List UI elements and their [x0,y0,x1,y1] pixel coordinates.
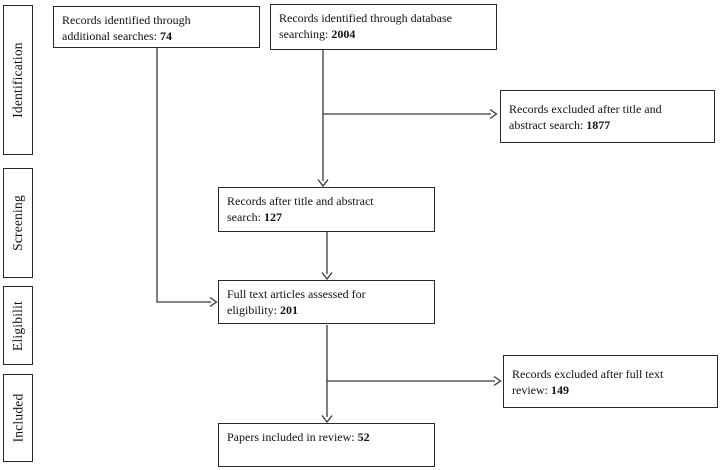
arrowhead-down-into-fulltext [321,272,333,281]
stage-label-text: Identification [10,42,25,118]
stage-label-eligibility: Eligibilit [3,286,33,365]
node-text: Papers included in review: [227,430,358,444]
node-count: 74 [159,29,172,43]
stage-label-text: Screening [10,195,25,251]
stage-label-text: Included [10,393,25,443]
stage-label-included: Included [3,374,33,462]
node-count: 201 [280,303,298,317]
stage-label-text: Eligibilit [10,300,26,351]
node-records-after-title-abstract: Records after title and abstract search:… [218,187,435,232]
arrowhead-right-into-excluded-title [489,108,498,120]
stage-label-identification: Identification [3,5,33,155]
node-papers-included-review: Papers included in review: 52 [218,423,435,467]
node-count: 127 [263,210,282,224]
arrowhead-right-into-excluded-fulltext [493,375,502,387]
node-count: 1877 [586,117,611,132]
node-count: 52 [357,430,370,444]
stage-label-screening: Screening [3,168,33,278]
connector-additional-to-fulltext [156,48,211,303]
node-count: 2004 [331,27,356,41]
arrowhead-down-into-after-title [317,179,329,188]
node-text: Records identified through database sear… [279,11,452,41]
node-records-additional-searches: Records identified through additional se… [53,6,260,48]
node-text: Full text articles assessed for eligibil… [227,287,366,317]
node-text: Records after title and abstract search: [227,194,374,224]
arrowhead-right-into-fulltext [209,296,218,308]
node-count: 149 [550,382,569,397]
node-text: Records excluded after full text review: [512,366,664,397]
node-records-database-searching: Records identified through database sear… [270,4,497,50]
node-records-excluded-fulltext: Records excluded after full text review:… [503,355,718,408]
node-fulltext-assessed-eligibility: Full text articles assessed for eligibil… [218,280,435,324]
arrowhead-down-into-included [321,415,333,424]
node-text: Records identified through additional se… [62,13,191,43]
node-text: Records excluded after title and abstrac… [509,101,662,132]
node-records-excluded-title-abstract: Records excluded after title and abstrac… [500,90,715,143]
